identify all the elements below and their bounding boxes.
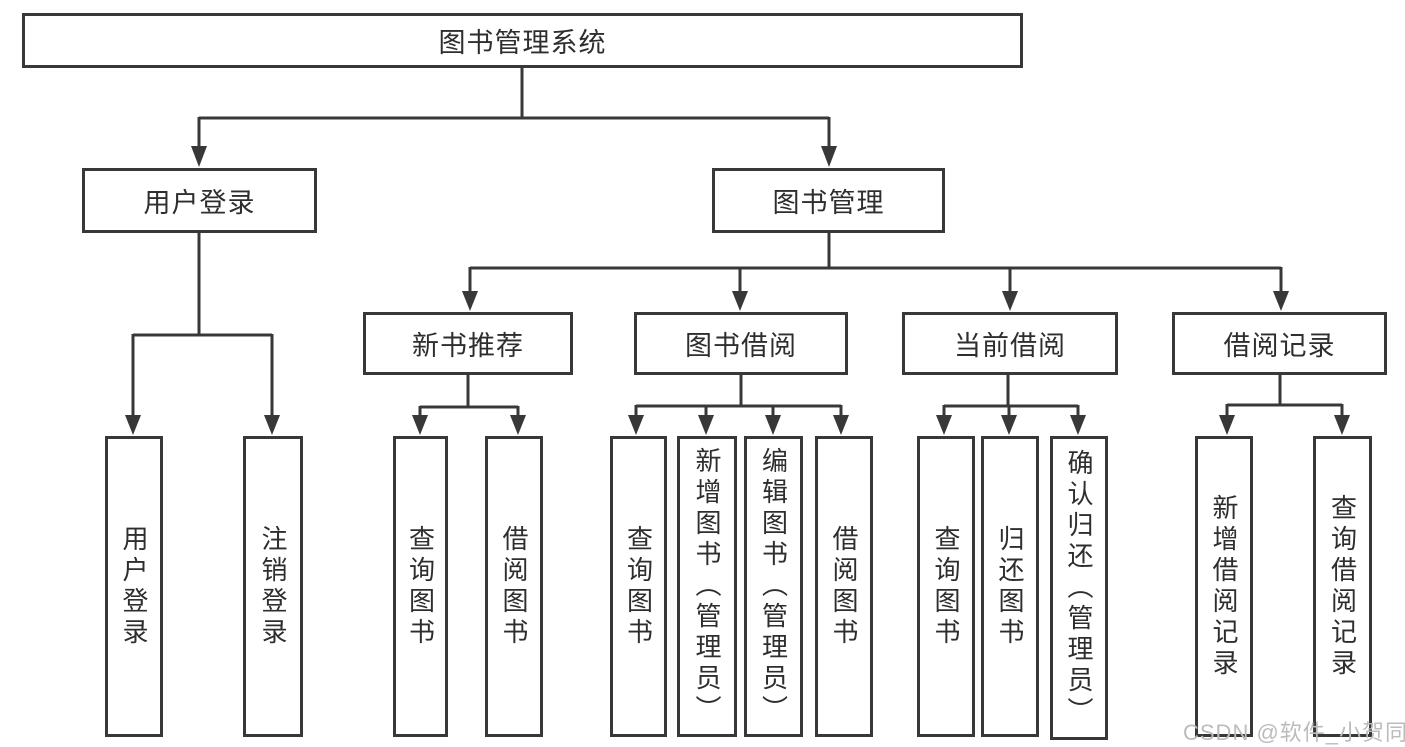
leaf-new-books-query: 查询图书 [393, 436, 448, 737]
node-borrow-records: 借阅记录 [1172, 312, 1387, 375]
node-current-borrow: 当前借阅 [902, 312, 1118, 375]
leaf-new-books-borrow: 借阅图书 [485, 436, 543, 737]
node-user-login: 用户登录 [82, 168, 317, 233]
node-book-mgmt: 图书管理 [712, 168, 945, 233]
leaf-label: 注销登录 [258, 524, 288, 649]
leaf-borrow-query: 查询图书 [610, 436, 667, 737]
leaf-label: 借阅图书 [829, 524, 859, 649]
leaf-current-confirm-return: 确认归还（管理员） [1050, 436, 1108, 740]
csdn-watermark: CSDN @软件_小贺同学 [1183, 720, 1405, 745]
leaf-borrow-edit-book: 编辑图书（管理员） [744, 436, 803, 737]
leaf-label: 归还图书 [995, 524, 1025, 649]
leaf-label: 用户登录 [119, 524, 149, 649]
leaf-label: 新增借阅记录 [1209, 493, 1239, 680]
leaf-label: 查询图书 [623, 524, 654, 649]
leaf-record-add: 新增借阅记录 [1195, 436, 1253, 737]
leaf-label: 借阅图书 [499, 524, 529, 649]
leaf-label: 查询借阅记录 [1327, 493, 1358, 680]
leaf-label: 编辑图书（管理员） [758, 447, 789, 726]
leaf-logout: 注销登录 [243, 436, 303, 737]
leaf-record-query: 查询借阅记录 [1313, 436, 1372, 737]
edge-book-borrow-children [628, 375, 849, 435]
node-new-books: 新书推荐 [363, 312, 573, 375]
leaf-borrow-add-book: 新增图书（管理员） [677, 436, 737, 737]
leaf-label: 新增图书（管理员） [692, 447, 722, 726]
edge-user-login-children [125, 232, 280, 435]
edge-borrow-records-children [1219, 375, 1350, 435]
leaf-label: 查询图书 [931, 524, 961, 649]
edge-new-books-children [412, 375, 526, 435]
leaf-borrow-book: 借阅图书 [815, 436, 873, 737]
leaf-label: 确认归还（管理员） [1064, 448, 1094, 728]
leaf-current-query: 查询图书 [917, 436, 975, 737]
leaf-user-login: 用户登录 [105, 436, 163, 737]
node-root: 图书管理系统 [22, 13, 1023, 68]
leaf-label: 查询图书 [405, 524, 436, 649]
edge-root-to-level2 [191, 67, 837, 167]
edge-book-mgmt-sections [462, 232, 1289, 311]
leaf-current-return: 归还图书 [981, 436, 1039, 737]
edge-current-borrow-children [936, 375, 1086, 435]
node-book-borrow: 图书借阅 [634, 312, 848, 375]
